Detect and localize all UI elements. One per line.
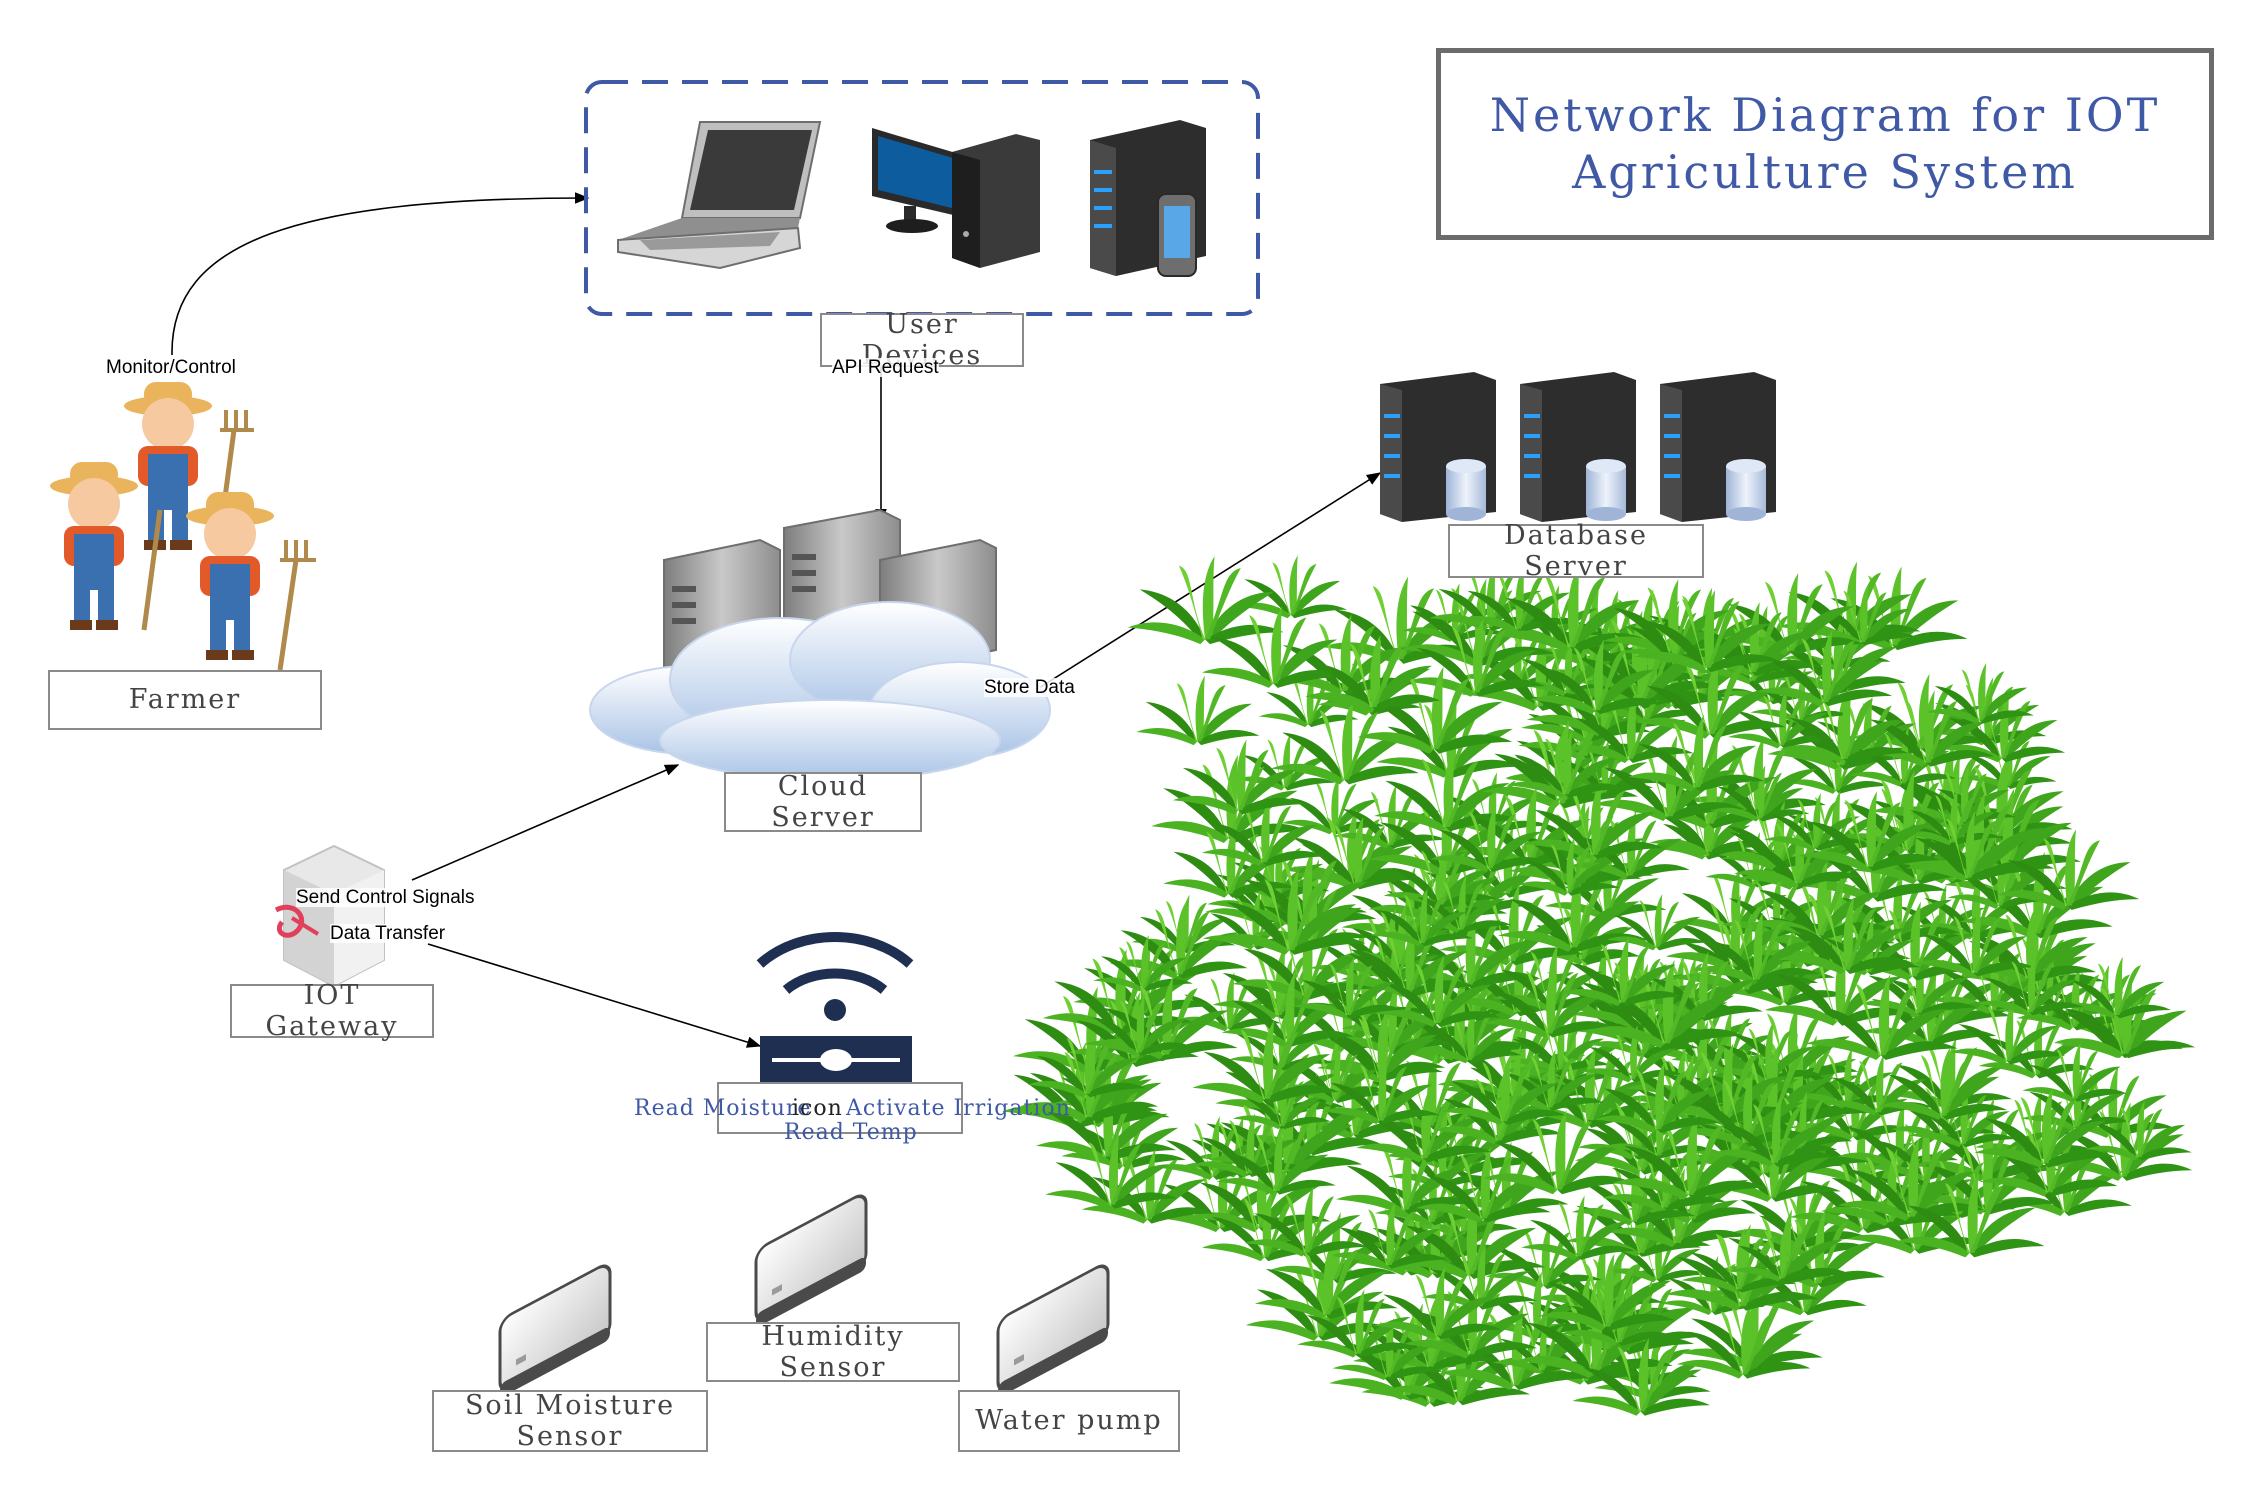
laptop-icon — [617, 121, 822, 270]
edge-label-data-transfer: Data Transfer — [330, 923, 446, 944]
edge-label-api-request: API Request — [832, 357, 939, 378]
router-label-frame — [717, 1082, 963, 1134]
cloud-server-label: Cloud Server — [724, 771, 922, 833]
water-pump-label: Water pump — [958, 1390, 1180, 1452]
edge-gateway-to-cloud — [411, 764, 680, 881]
server-with-phone-icon — [1090, 120, 1206, 277]
diagram-title: Network Diagram for IOT Agriculture Syst… — [1436, 48, 2214, 240]
plant-field-icon — [1002, 555, 2196, 1416]
plant-clump — [1676, 1303, 1811, 1379]
plant-clump — [1235, 555, 1348, 619]
wifi-router-icon — [756, 932, 914, 1084]
edge-label-store-data: Store Data — [984, 677, 1075, 698]
soil-moisture-label-line-1: Soil Moisture — [464, 1389, 676, 1421]
edge-gateway-to-router — [427, 943, 762, 1048]
plant-clump — [1356, 1086, 1492, 1163]
router-label-read-temp: Read Temp — [784, 1120, 918, 1145]
edge-cloud-to-database — [1019, 472, 1382, 701]
iot-gateway-label: IOT Gateway — [230, 980, 434, 1042]
cloud-server-icon — [589, 508, 1051, 781]
farmer-icon — [50, 382, 316, 671]
database-server-label: Database Server — [1448, 520, 1704, 582]
edge-farmer-to-devices — [171, 192, 590, 356]
router-label-icon-fragment: icon — [792, 1096, 843, 1121]
plant-clump — [1127, 556, 1284, 645]
edge-label-monitor-control: Monitor/Control — [106, 357, 236, 378]
plant-clump — [1136, 675, 1260, 746]
soil-moisture-sensor-label: Soil Moisture Sensor — [432, 1390, 708, 1452]
router-label-activate-irrigation: Activate Irrigation — [846, 1098, 1071, 1120]
router-label-read-moisture: Read Moisture — [634, 1096, 812, 1121]
title-line-2: Agriculture System — [1572, 145, 2078, 199]
soil-moisture-label-line-2: Sensor — [516, 1421, 624, 1452]
database-server-icon — [1380, 372, 1776, 522]
desktop-computer-icon — [872, 128, 1040, 268]
humidity-sensor-label: Humidity Sensor — [706, 1321, 960, 1383]
title-line-1: Network Diagram for IOT — [1489, 87, 2161, 142]
sensor-device-icon — [498, 1194, 1110, 1396]
farmer-label: Farmer — [48, 670, 322, 730]
iot-gateway-icon — [274, 844, 385, 988]
edge-label-send-control-signals: Send Control Signals — [296, 887, 475, 908]
